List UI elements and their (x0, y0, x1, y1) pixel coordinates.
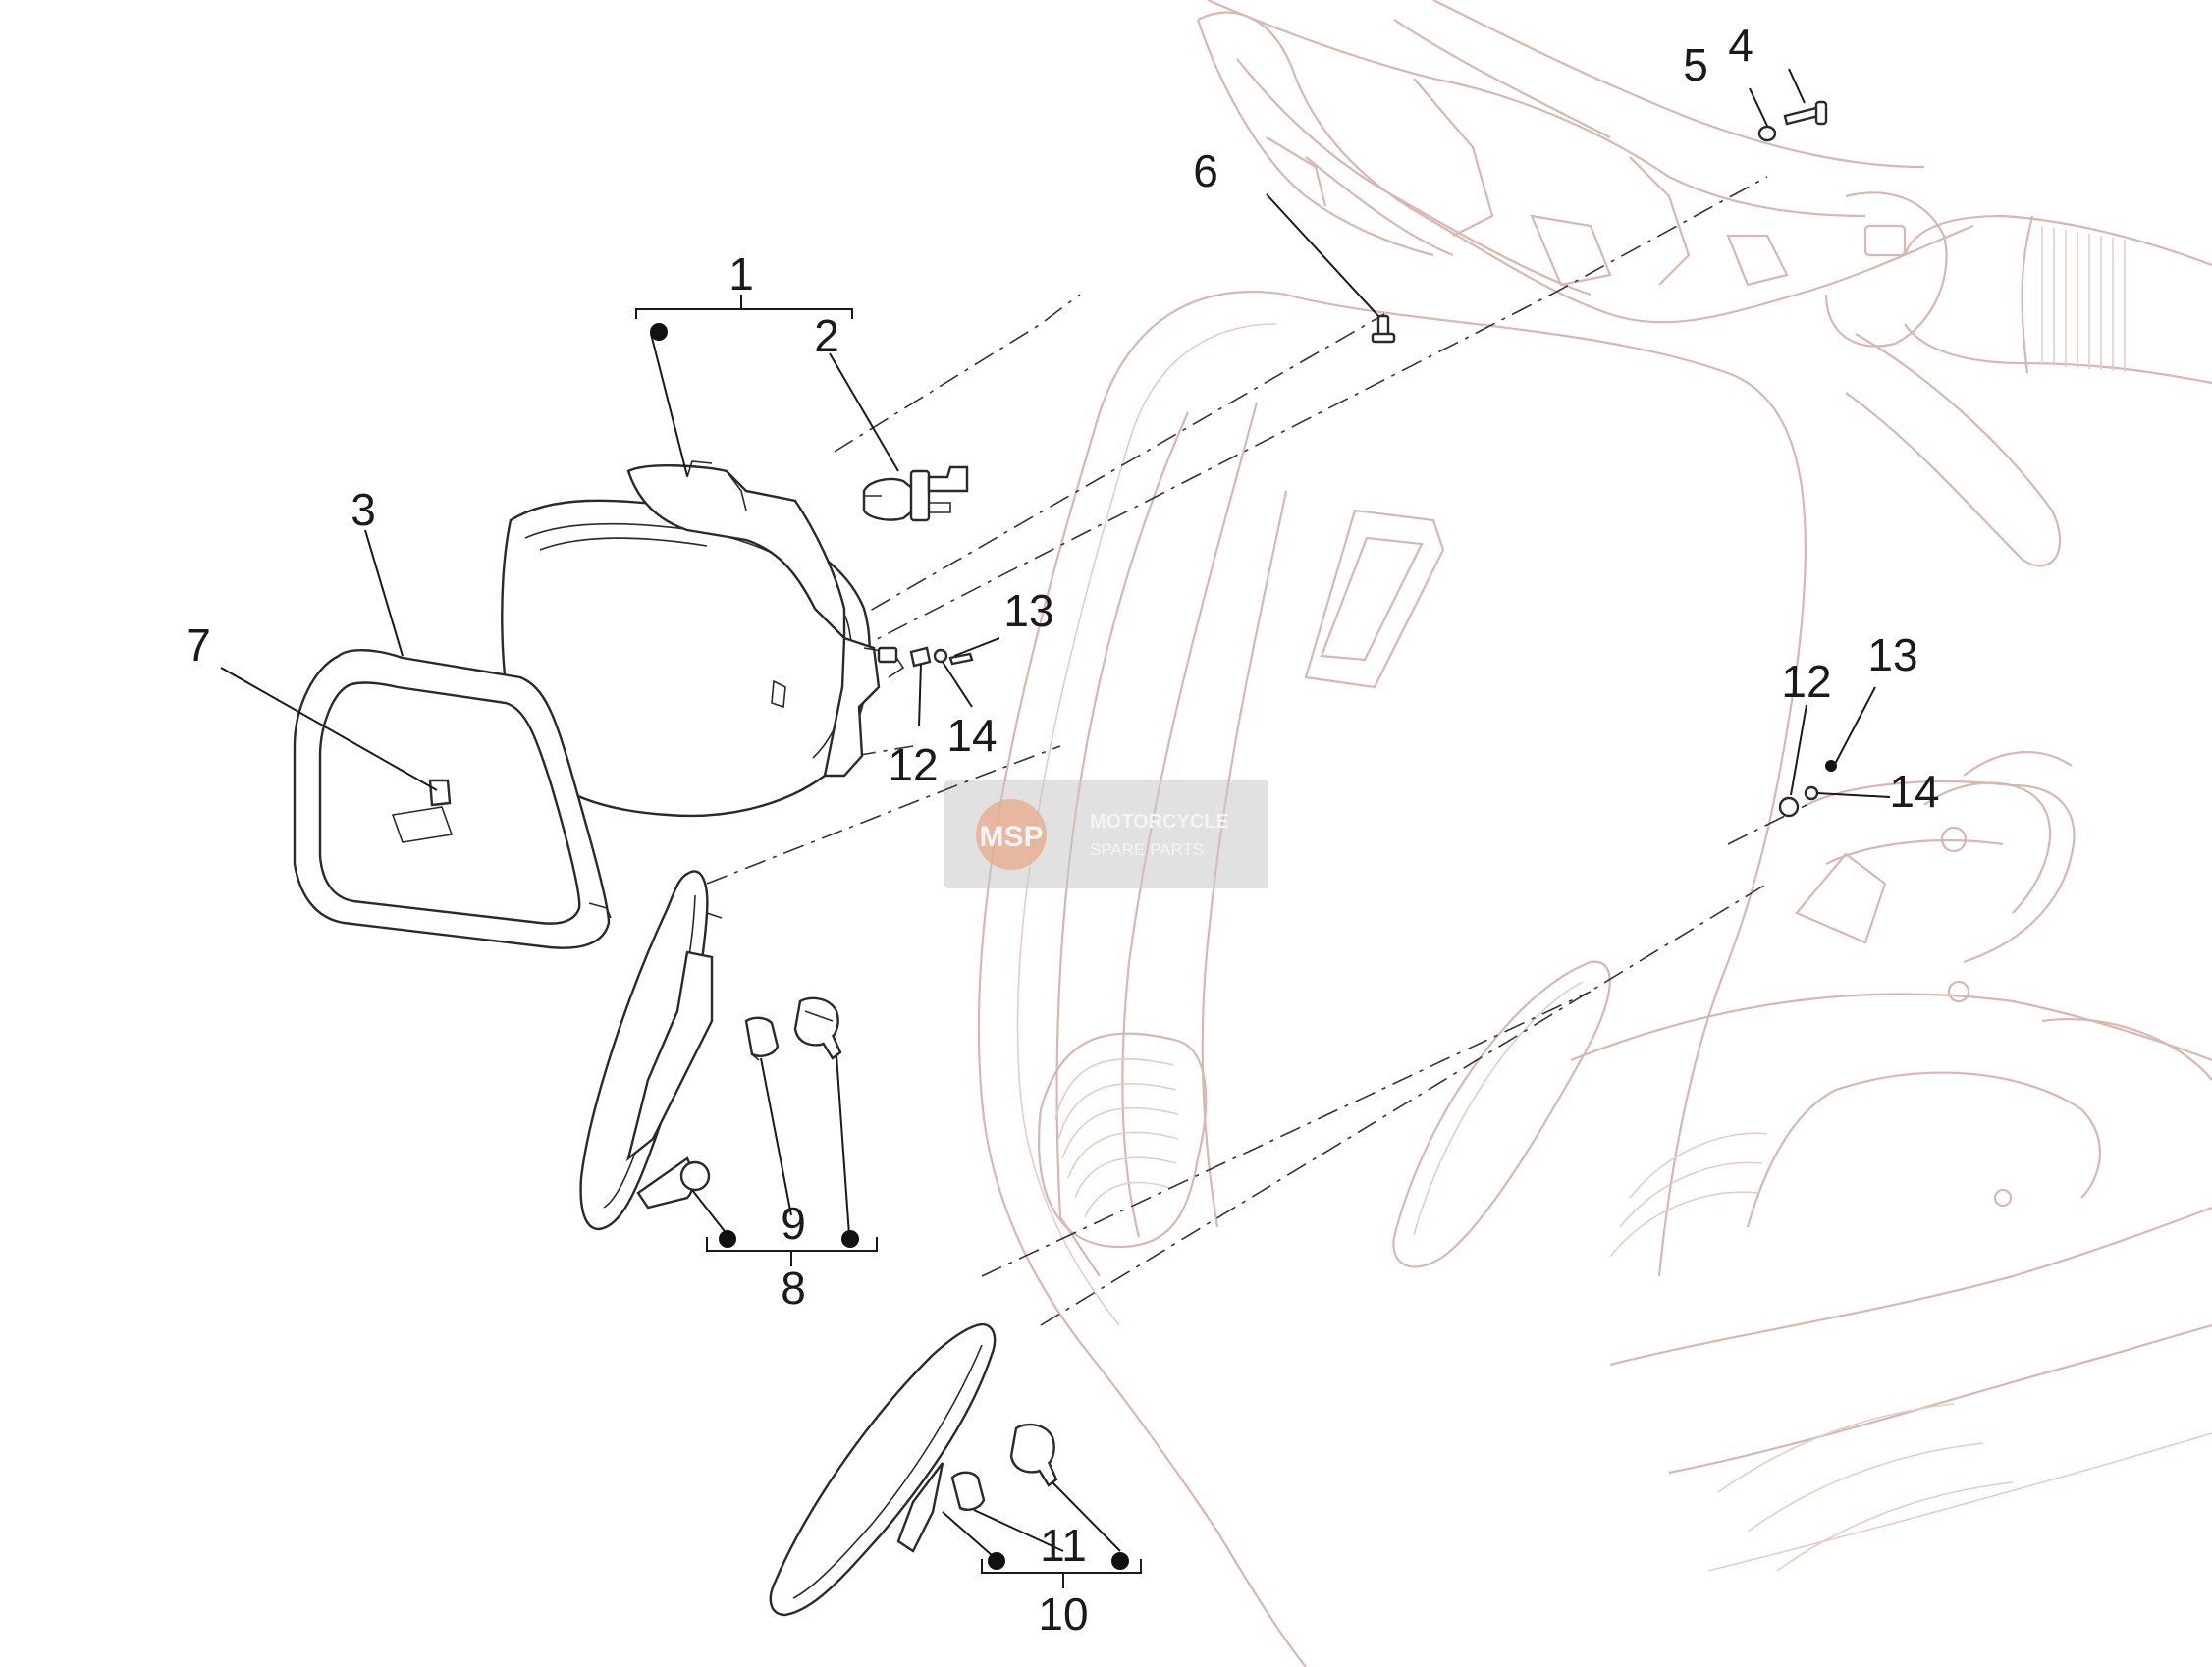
headlight-bulb (862, 465, 969, 522)
callout-13-right: 13 (1867, 629, 1917, 680)
callout-14-right: 14 (1889, 766, 1939, 817)
handlebar-ghost (1196, 0, 2212, 567)
leader-lines (220, 68, 1891, 1557)
callout-12-right: 12 (1781, 656, 1831, 707)
grip-texture-ghost (2041, 226, 2126, 372)
assembly-axes (549, 176, 1807, 1326)
callout-6: 6 (1193, 145, 1218, 196)
horn-grille-ghost (1038, 1032, 1208, 1249)
turn-signal-left-assembly (579, 870, 842, 1231)
callout-3: 3 (351, 484, 376, 535)
callout-14-left: 14 (946, 710, 997, 761)
callout-11: 11 (1040, 1520, 1087, 1571)
callout-5: 5 (1683, 39, 1708, 90)
headlight-trim-ring (293, 649, 612, 949)
watermark-line1: MOTORCYCLE (1090, 811, 1229, 833)
headlight-unit (501, 460, 905, 818)
callout-7: 7 (186, 619, 211, 671)
callout-9: 9 (781, 1198, 806, 1249)
callout-4: 4 (1728, 20, 1753, 71)
callout-10: 10 (1038, 1588, 1088, 1640)
hardware (909, 100, 1837, 818)
callout-1: 1 (728, 248, 754, 299)
callout-13-left: 13 (1003, 585, 1053, 636)
brackets (635, 295, 1142, 1588)
scooter-body-ghost (977, 290, 2212, 1667)
watermark-line2: SPARE PARTS (1090, 840, 1204, 859)
turn-signal-right-assembly (769, 1322, 1058, 1617)
callout-12-left: 12 (888, 739, 938, 790)
watermark: MSP MOTORCYCLE SPARE PARTS (944, 780, 1268, 888)
watermark-logo: MSP (979, 821, 1043, 853)
callouts: 1 2 3 4 5 6 7 8 9 10 11 12 12 13 13 14 1… (186, 20, 1939, 1640)
callout-2: 2 (814, 310, 839, 361)
callout-8: 8 (781, 1263, 806, 1314)
